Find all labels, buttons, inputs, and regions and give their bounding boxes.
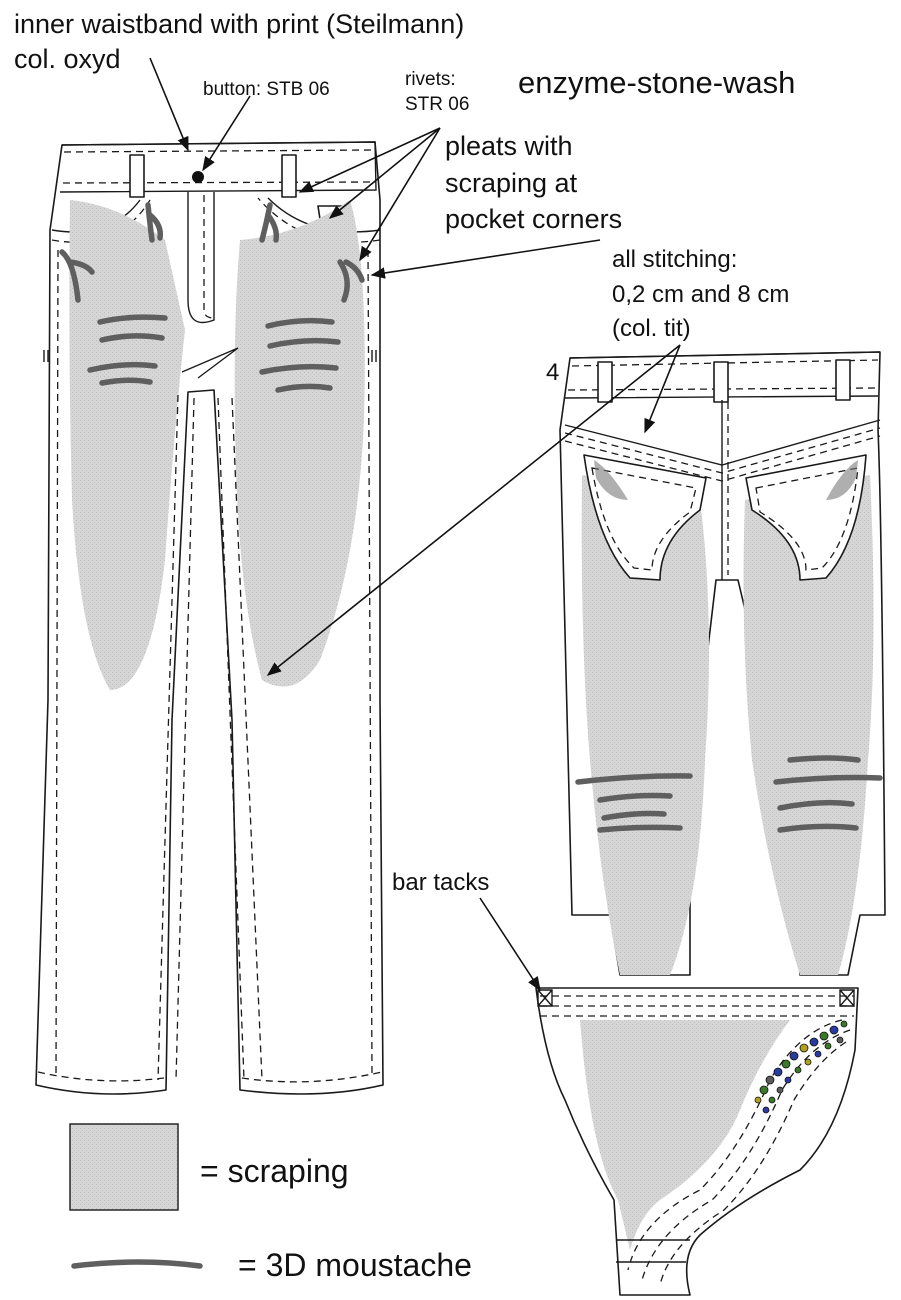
pleat-mark	[59, 249, 95, 303]
arrow-rivet	[298, 127, 441, 193]
legend-scraping-label: = scraping	[200, 1153, 349, 1189]
back-pocket-right-stitch	[755, 467, 859, 571]
arrow-stitching	[644, 344, 681, 434]
arrow-waistband	[149, 57, 189, 152]
arrow-rivet	[328, 127, 441, 219]
moustache-group-back-left	[575, 773, 693, 833]
bar-tack-icon	[537, 989, 553, 1007]
back-pocket-left-stitch	[591, 467, 697, 571]
outseam-stitch	[55, 249, 59, 1076]
rhinestone-cluster	[754, 1020, 848, 1114]
label-pleats-1: pleats with	[445, 131, 573, 161]
label-pleats-3: pocket corners	[445, 204, 622, 234]
pleat-mark	[337, 259, 365, 303]
scraping-area	[580, 1020, 790, 1250]
pocket-detail	[535, 987, 859, 1296]
label-stitching-3: (col. tit)	[612, 315, 691, 342]
inseam-stitch-3	[217, 397, 245, 1081]
label-stitching-2: 0,2 cm and 8 cm	[612, 281, 789, 308]
pocket-right-stitch	[257, 197, 381, 243]
legend	[69, 1123, 203, 1269]
scraping-area	[743, 475, 874, 975]
label-inner-waistband: inner waistband with print (Steilmann)	[14, 9, 464, 39]
button-icon	[192, 171, 204, 183]
arrow-pleats	[359, 127, 441, 262]
pocket-left-stitch	[51, 199, 151, 243]
arrow-pleats	[370, 239, 601, 279]
belt-loop	[597, 361, 613, 403]
front-waistband	[59, 141, 377, 193]
pocket-detail-hem	[616, 1239, 690, 1263]
back-waistband-stitch	[571, 359, 879, 367]
moustache-group-front-left	[87, 314, 168, 386]
label-wash: enzyme-stone-wash	[518, 65, 795, 100]
label-back-number: 4	[546, 359, 559, 386]
belt-loop	[129, 154, 145, 198]
pleat-mark	[145, 202, 164, 243]
fly-seam	[187, 192, 215, 324]
pocket-detail-curve-stitch	[627, 1019, 843, 1271]
annotations: inner waistband with print (Steilmann) c…	[14, 9, 795, 1283]
callout-arrows	[149, 57, 681, 992]
label-col-oxyd: col. oxyd	[14, 44, 121, 74]
pocket-detail-curve-stitch-3	[659, 1041, 847, 1286]
moustache-group-front-right	[259, 317, 341, 393]
side-bartack	[371, 350, 377, 362]
pocket-shade	[594, 460, 628, 500]
arrow-bar-tacks	[479, 897, 541, 992]
moustache-group-back-right	[773, 755, 883, 833]
hem-stitch-2	[241, 1071, 383, 1083]
label-rivets: rivets:	[405, 69, 456, 90]
inseam-stitch-4	[231, 397, 263, 1081]
belt-loop	[281, 154, 297, 198]
scraping-area	[581, 475, 709, 975]
inseam-stitch	[157, 394, 179, 1081]
arrow-button	[202, 95, 251, 172]
legend-moustache-swatch	[71, 1259, 203, 1269]
label-rivets-code: STR 06	[405, 94, 469, 115]
back-view	[559, 351, 886, 976]
belt-loop	[835, 359, 851, 401]
pocket-detail-curve-stitch-2	[641, 1029, 851, 1281]
front-view	[35, 141, 384, 1095]
fly-stitch	[203, 195, 215, 319]
outseam-stitch-2	[367, 249, 373, 1076]
side-bartack	[43, 350, 49, 362]
label-bar-tacks: bar tacks	[392, 869, 489, 896]
pleat-mark	[259, 202, 280, 243]
pocket-shade	[826, 460, 858, 500]
crotch-seam	[181, 347, 239, 379]
legend-scraping-swatch	[69, 1123, 179, 1211]
inseam-stitch-2	[175, 397, 195, 1081]
bar-tack-icon	[839, 989, 855, 1007]
front-waistband-stitch	[63, 149, 373, 153]
label-pleats-2: scraping at	[445, 168, 578, 198]
hem-stitch	[37, 1071, 165, 1082]
arrow-stitching	[266, 344, 681, 676]
label-stitching-1: all stitching:	[612, 246, 737, 273]
legend-moustache-label: = 3D moustache	[238, 1247, 472, 1283]
belt-loop	[713, 361, 729, 403]
label-button: button: STB 06	[203, 79, 330, 100]
back-waistband-stitch-2	[567, 387, 877, 391]
